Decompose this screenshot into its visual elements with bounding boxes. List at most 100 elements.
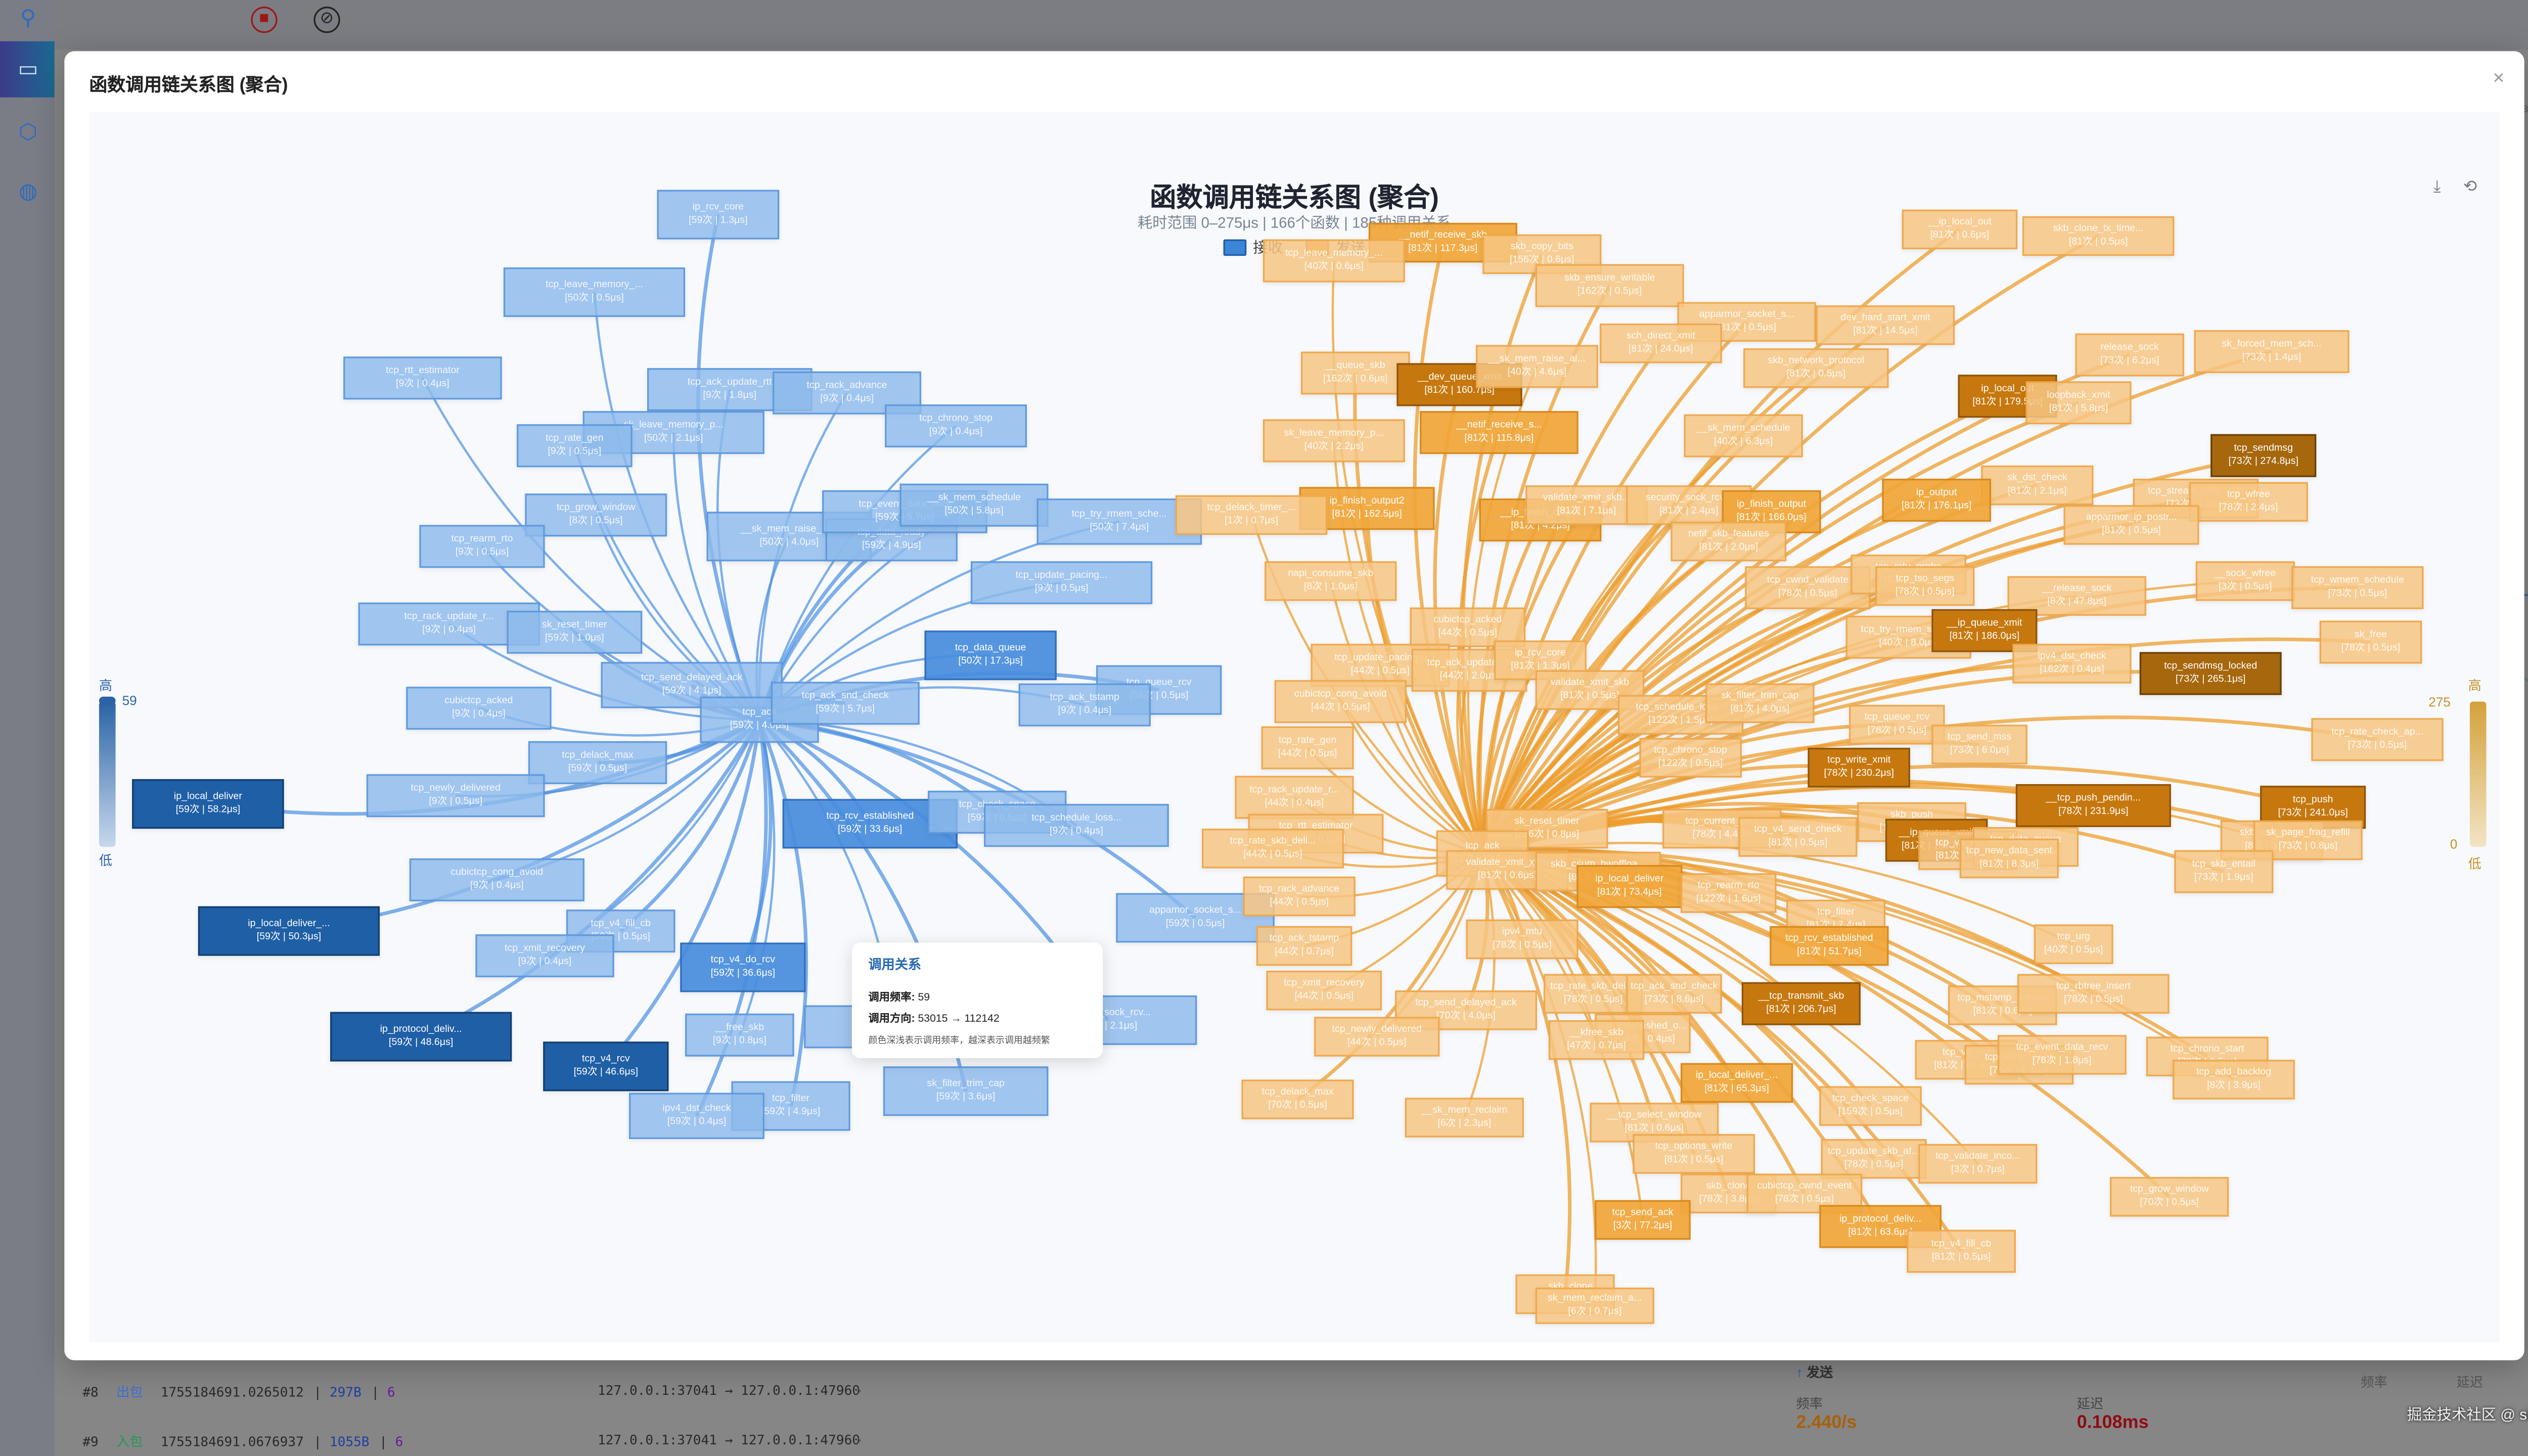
function-node[interactable]: tcp_add_backlog[8次 | 3.9μs]	[2173, 1060, 2295, 1100]
call-edge[interactable]	[1481, 852, 1572, 1295]
function-node[interactable]: tcp_schedule_loss...[9次 | 0.4μs]	[984, 804, 1169, 847]
function-node[interactable]: tcp_skb_entail[73次 | 1.9μs]	[2174, 850, 2274, 893]
function-node[interactable]: __release_sock[8次 | 47.8μs]	[2007, 576, 2146, 616]
function-node[interactable]: ip_protocol_deliv...[59次 | 48.6μs]	[330, 1012, 512, 1062]
call-edge[interactable]	[759, 718, 1197, 920]
function-node[interactable]: sk_leave_memory_p...[40次 | 2.2μs]	[1262, 419, 1405, 463]
left-scale-bar[interactable]	[99, 701, 116, 847]
function-node[interactable]: tcp_current_mss[78次 | 4.4μs]	[1662, 808, 1782, 849]
function-node[interactable]: sk_forced_mem_sch...[73次 | 1.4μs]	[2194, 330, 2350, 373]
function-node[interactable]: tcp_rearm_rto[9次 | 0.5μs]	[419, 525, 545, 568]
function-node[interactable]: tcp_rtt_estimator[9次 | 0.4μs]	[343, 356, 502, 400]
function-node[interactable]: tcp_rcv_established[59次 | 33.6μs]	[782, 799, 958, 849]
function-node[interactable]: __sk_mem_reclaim[6次 | 2.3μs]	[1405, 1098, 1524, 1138]
function-node[interactable]: tcp_rack_advance[44次 | 0.5μs]	[1243, 876, 1356, 917]
call-edge[interactable]	[1480, 321, 1748, 854]
function-node[interactable]: tcp_rate_gen[9次 | 0.5μs]	[517, 424, 633, 468]
function-node[interactable]: tcp_leave_memory_...[40次 | 0.6μs]	[1262, 239, 1405, 283]
function-node[interactable]: tcp_chrono_stop[122次 | 0.5μs]	[1639, 738, 1742, 778]
function-node[interactable]: tcp_delack_max[70次 | 0.5μs]	[1241, 1079, 1354, 1119]
function-node[interactable]: tcp_chrono_stop[9次 | 0.4μs]	[885, 404, 1027, 447]
function-node[interactable]: tcp_rearm_rto[122次 | 1.6μs]	[1681, 873, 1777, 913]
call-edge[interactable]	[1481, 394, 2009, 855]
function-node[interactable]: sch_direct_xmit[81次 | 24.0μs]	[1600, 323, 1722, 363]
function-node[interactable]: ipv4_dst_check[59次 | 0.4μs]	[629, 1093, 764, 1140]
packet-row[interactable]: #8 出包 1755184691.0265012| 297B| 6 127.0.…	[82, 1383, 864, 1400]
function-node[interactable]: tcp_rbtree_insert[78次 | 0.5μs]	[2017, 974, 2170, 1014]
function-node[interactable]: cubictcp_cong_avoid[9次 | 0.4μs]	[409, 858, 584, 901]
function-node[interactable]: tcp_xmit_recovery[9次 | 0.4μs]	[475, 934, 614, 978]
row-expand-icon[interactable]: ›	[855, 1433, 864, 1448]
function-node[interactable]: tcp_check_space[159次 | 0.5μs]	[1819, 1086, 1922, 1126]
function-node[interactable]: tcp_sendmsg[73次 | 274.8μs]	[2210, 434, 2317, 477]
call-edge[interactable]	[1413, 242, 1484, 854]
function-node[interactable]: tcp_rcv_established[81次 | 51.7μs]	[1770, 926, 1889, 966]
left-scale-handle[interactable]	[99, 696, 116, 705]
function-node[interactable]: loopback_xmit[81次 | 5.8μs]	[2025, 381, 2132, 425]
refresh-icon[interactable]: ⟲	[2463, 178, 2477, 197]
function-node[interactable]: tcp_rate_skb_deli...[44次 | 0.5μs]	[1202, 829, 1344, 869]
function-node[interactable]: tcp_rack_update_r...[44次 | 0.4μs]	[1235, 776, 1354, 819]
function-node[interactable]: tcp_v4_do_rcv[59次 | 36.6μs]	[680, 942, 806, 992]
call-edge[interactable]	[1482, 849, 2095, 995]
call-edge[interactable]	[695, 719, 768, 1117]
function-node[interactable]: skb_network_protocol[81次 | 0.5μs]	[1743, 348, 1889, 388]
function-node[interactable]: tcp_grow_window[8次 | 0.5μs]	[525, 493, 667, 537]
function-node[interactable]: netif_skb_features[81次 | 2.0μs]	[1671, 521, 1787, 562]
function-node[interactable]: tcp_ack_snd_check[73次 | 8.6μs]	[1626, 974, 1722, 1014]
function-node[interactable]: __ip_local_out[81次 | 0.6μs]	[1902, 209, 2018, 250]
function-node[interactable]: tcp_delack_timer_...[1次 | 0.7μs]	[1175, 495, 1328, 535]
function-node[interactable]: tcp_ack_tstamp[44次 | 0.7μs]	[1256, 926, 1352, 966]
function-node[interactable]: tcp_urg[40次 | 0.5μs]	[2034, 924, 2113, 964]
function-node[interactable]: tcp_ack_tstamp[9次 | 0.4μs]	[1018, 683, 1151, 726]
function-node[interactable]: tcp_v4_send_check[81次 | 0.5μs]	[1738, 817, 1858, 857]
function-node[interactable]: tcp_rate_check_ap...[73次 | 0.5μs]	[2311, 718, 2444, 761]
call-edge[interactable]	[1463, 853, 1496, 1118]
function-node[interactable]: cubictcp_acked[9次 | 0.4μs]	[406, 687, 552, 730]
function-node[interactable]: tcp_update_pacing...[9次 | 0.5μs]	[970, 561, 1153, 605]
function-node[interactable]: tcp_delack_max[59次 | 0.5μs]	[528, 741, 667, 785]
call-edge[interactable]	[1480, 324, 1887, 854]
function-node[interactable]: ip_local_deliver_...[59次 | 50.3μs]	[198, 906, 380, 956]
function-node[interactable]: tcp_options_write[81次 | 0.5μs]	[1633, 1134, 1755, 1174]
function-node[interactable]: tcp_try_rmem_sche...[50次 | 7.4μs]	[1036, 498, 1202, 545]
function-node[interactable]: tcp_data_queue[50次 | 17.3μs]	[924, 630, 1057, 680]
function-node[interactable]: tcp_rate_gen[44次 | 0.5μs]	[1261, 726, 1354, 769]
function-node[interactable]: tcp_send_mss[73次 | 6.0μs]	[1931, 724, 2027, 764]
stop-record-icon[interactable]: ■	[251, 7, 278, 33]
function-node[interactable]: __kfree_skb[47次 | 0.7μs]	[1548, 1020, 1645, 1060]
graph-canvas[interactable]: 函数调用链关系图 (聚合) 耗时范围 0–275μs | 166个函数 | 18…	[89, 112, 2500, 1342]
function-node[interactable]: tcp_leave_memory_...[50次 | 0.5μs]	[503, 267, 686, 317]
function-node[interactable]: __sk_mem_schedule[40次 | 6.3μs]	[1684, 414, 1803, 458]
function-node[interactable]: tcp_event_data_recv[78次 | 1.8μs]	[1998, 1035, 2127, 1075]
function-node[interactable]: cubictcp_cong_avoid[44次 | 0.5μs]	[1274, 680, 1407, 723]
function-node[interactable]: ipv4_dst_check[162次 | 0.4μs]	[2012, 644, 2132, 684]
function-node[interactable]: tcp_sendmsg_locked[73次 | 265.1μs]	[2139, 652, 2282, 695]
function-node[interactable]: tcp_newly_delivered[44次 | 0.5μs]	[1314, 1017, 1440, 1057]
function-node[interactable]: sk_filter_trim_cap[59次 | 3.6μs]	[883, 1066, 1049, 1116]
function-node[interactable]: __sk_mem_schedule[50次 | 5.8μs]	[899, 483, 1049, 527]
call-edge[interactable]	[619, 719, 761, 933]
clear-icon[interactable]: ⊘	[313, 7, 340, 33]
right-scale-bar[interactable]	[2469, 701, 2487, 847]
function-node[interactable]: ip_output[81次 | 176.1μs]	[1882, 478, 1991, 522]
function-node[interactable]: skb_clone_tx_time...[81次 | 0.5μs]	[2022, 216, 2175, 256]
function-node[interactable]: cubictcp_acked[44次 | 0.5μs]	[1410, 607, 1526, 647]
call-edge[interactable]	[420, 718, 761, 1038]
function-node[interactable]: ip_rcv_core[59次 | 1.3μs]	[657, 190, 780, 240]
function-node[interactable]: ipv4_mtu[78次 | 0.5μs]	[1466, 919, 1578, 960]
function-node[interactable]: tcp_send_delayed_ack[59次 | 4.1μs]	[601, 662, 783, 708]
function-node[interactable]: __sk_mem_raise_al...[40次 | 4.6μs]	[1476, 345, 1598, 388]
function-node[interactable]: sk_filter_trim_cap[81次 | 4.0μs]	[1705, 683, 1815, 723]
function-node[interactable]: tcp_wfree[78次 | 2.4μs]	[2189, 482, 2308, 522]
function-node[interactable]: ip_local_deliver[81次 | 73.4μs]	[1576, 865, 1683, 908]
function-node[interactable]: __tcp_transmit_skb[81次 | 206.7μs]	[1741, 982, 1861, 1025]
function-node[interactable]: sk_free[78次 | 0.5μs]	[2319, 620, 2422, 664]
function-node[interactable]: tcp_v4_fill_cb[81次 | 0.5μs]	[1907, 1230, 2016, 1273]
function-node[interactable]: __netif_receive_s...[81次 | 115.8μs]	[1420, 411, 1578, 454]
function-node[interactable]: __sock_wfree[3次 | 0.5μs]	[2195, 561, 2295, 601]
function-node[interactable]: ip_local_deliver[59次 | 58.2μs]	[132, 779, 284, 829]
function-node[interactable]: apparmor_ip_postr...[81次 | 0.5μs]	[2063, 505, 2199, 545]
function-node[interactable]: tcp_v4_rcv[59次 | 46.6μs]	[543, 1041, 669, 1091]
package-icon[interactable]: ⬡	[18, 119, 38, 144]
